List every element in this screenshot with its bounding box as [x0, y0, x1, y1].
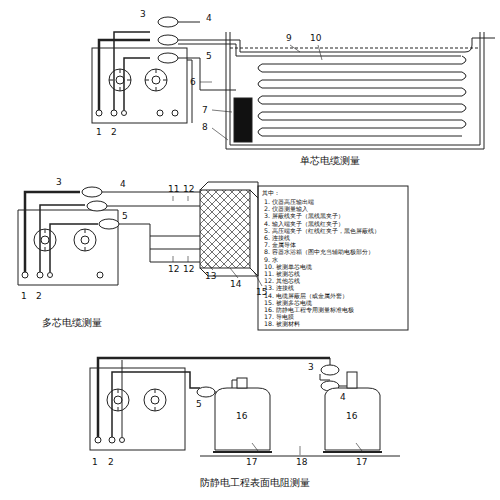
legend-item: 11. 被测芯线 [264, 271, 300, 277]
cable-coil [258, 128, 262, 136]
caption: 防静电工程表面电阻测量 [200, 478, 310, 488]
cable-coil [262, 104, 462, 105]
callout-number: 2 [108, 458, 114, 467]
callout-number: 1 [96, 128, 102, 137]
callout-number: 11 [168, 185, 179, 194]
callout-number: 3 [140, 10, 146, 19]
callout-number: 17 [356, 458, 367, 467]
callout-number: 16 [236, 412, 247, 421]
callout-number: 12 [168, 265, 179, 274]
callout-number: 6 [190, 78, 196, 87]
callout-number: 7 [202, 106, 208, 115]
legend-item: 2. 仪器测量输入 [264, 206, 308, 212]
cable-coil [262, 64, 462, 65]
callout-number: 12 [183, 185, 194, 194]
caption: 多芯电缆测量 [42, 318, 102, 328]
callout-number: 2 [111, 128, 117, 137]
cable-coil [462, 120, 466, 128]
legend-item: 18. 被测材料 [264, 321, 300, 327]
legend-item: 13. 连接线 [264, 285, 294, 291]
cable-coil [462, 104, 466, 112]
legend-item: 15. 被测多芯电缆 [264, 300, 312, 306]
water-tank [226, 32, 484, 149]
legend-item: 9. 水 [264, 257, 278, 263]
legend-item: 6. 连接线 [264, 235, 290, 241]
legend-item: 7. 金属导体 [264, 242, 296, 248]
legend-item: 14. 电缆屏蔽层（或金属外套） [264, 293, 348, 299]
callout-number: 1 [21, 292, 27, 301]
cable-coil [262, 128, 462, 129]
cable-coil [258, 96, 262, 104]
callout-number: 5 [196, 400, 202, 409]
cable-coil [462, 56, 466, 64]
cable-coil [262, 80, 462, 81]
callout-number: 18 [296, 458, 307, 467]
callout-number: 8 [202, 123, 208, 132]
cable-coil [262, 72, 462, 73]
legend-item: 5. 高压端夹子（红线红夹子，黑色屏蔽线） [264, 228, 380, 234]
legend-item: 其中： [262, 190, 280, 196]
cable-coil [462, 88, 466, 96]
cable-coil [258, 112, 262, 120]
legend-item: 3. 屏蔽线夹子（黑线黑夹子） [264, 213, 344, 219]
callout-number: 9 [286, 34, 292, 43]
legend-item: 4. 输入端夹子（黑线红夹子） [264, 221, 344, 227]
callout-number: 17 [246, 458, 257, 467]
legend-item: 10. 被测单芯电缆 [264, 264, 312, 270]
caption: 单芯电缆测量 [300, 156, 360, 166]
cable-coil [258, 64, 262, 72]
cable-coil [262, 96, 462, 97]
callout-number: 5 [122, 212, 128, 221]
legend-item: 8. 容器水浴箱（图中充当辅助电极部分） [264, 249, 374, 255]
instrument [92, 48, 187, 123]
callout-number: 16 [346, 412, 357, 421]
cable-coil [462, 72, 466, 80]
legend-item: 17. 导电膜 [264, 314, 294, 320]
callout-number: 10 [310, 34, 321, 43]
callout-number: 12 [183, 265, 194, 274]
callout-number: 13 [205, 272, 216, 281]
callout-number: 4 [120, 180, 126, 189]
legend-item: 12. 其他芯线 [264, 278, 300, 284]
cable-coil [262, 88, 462, 89]
callout-number: 2 [36, 292, 42, 301]
legend-item: 16. 防静电工程专用测量标准电极 [264, 307, 354, 313]
callout-number: 1 [92, 458, 98, 467]
callout-number: 3 [56, 178, 62, 187]
cable-coil [262, 120, 462, 121]
cable-coil [262, 136, 462, 137]
cable-coil [262, 112, 462, 113]
callout-number: 3 [308, 363, 314, 372]
callout-number: 4 [340, 393, 346, 402]
cable-coil [258, 80, 262, 88]
callout-number: 14 [230, 280, 241, 289]
callout-number: 4 [206, 14, 212, 23]
legend-item: 1. 仪器高压输出端 [264, 199, 314, 205]
callout-number: 5 [206, 52, 212, 61]
